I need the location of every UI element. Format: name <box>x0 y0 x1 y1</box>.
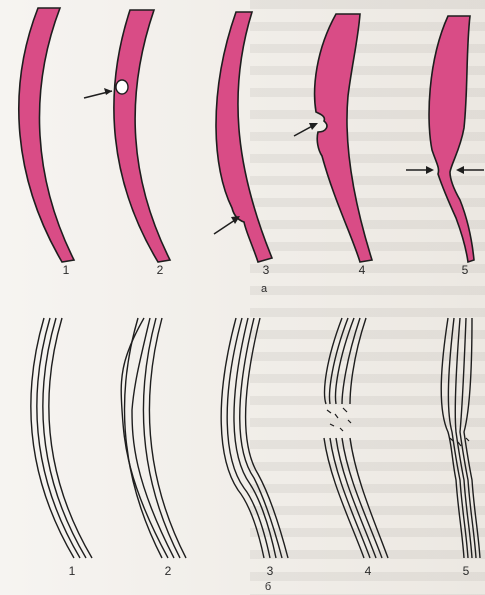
panel-a-number-2: 2 <box>152 264 168 276</box>
panel-b-number-1: 1 <box>64 565 80 577</box>
panel-a-label: а <box>258 284 270 295</box>
panel-a-number-3: 3 <box>258 264 274 276</box>
panel-b-number-4: 4 <box>360 565 376 577</box>
arrow-a5-right-head <box>456 166 464 174</box>
fiber-b4 <box>324 318 388 558</box>
fiber-a2 <box>114 10 170 262</box>
fiber-a1 <box>19 8 74 262</box>
panel-b-number-5: 5 <box>458 565 474 577</box>
fiber-a2-hole <box>116 80 128 94</box>
fiber-a3 <box>216 12 272 262</box>
fiber-b5 <box>441 318 480 558</box>
panel-b-number-2: 2 <box>160 565 176 577</box>
fiber-a5 <box>429 16 474 262</box>
panel-a-number-5: 5 <box>457 264 473 276</box>
panel-a-number-1: 1 <box>58 264 74 276</box>
fiber-a4 <box>315 14 372 262</box>
panel-b-number-3: 3 <box>262 565 278 577</box>
panel-a <box>19 8 484 262</box>
fiber-b2 <box>121 318 186 558</box>
panel-a-number-4: 4 <box>354 264 370 276</box>
fiber-b3 <box>221 318 288 558</box>
arrow-a5-left-head <box>426 166 434 174</box>
panel-b <box>31 318 480 558</box>
panel-b-label: б <box>262 582 274 593</box>
arrow-a2-head <box>104 88 112 95</box>
fiber-b1 <box>31 318 92 558</box>
